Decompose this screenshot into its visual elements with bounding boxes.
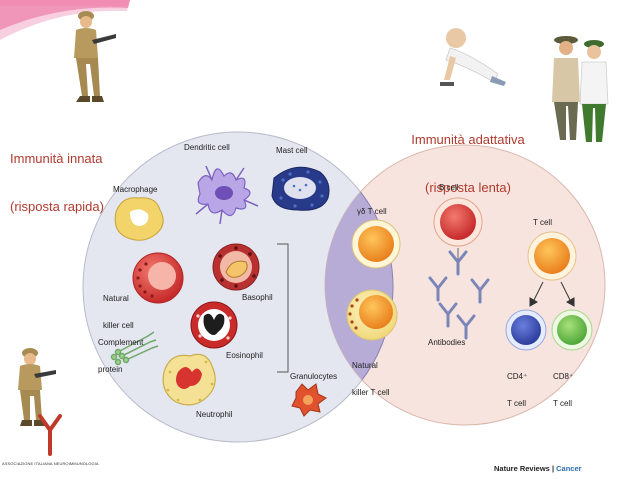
- pushup-figure-icon: [440, 28, 506, 86]
- innate-immunity-title: Immunità innata: [10, 151, 103, 166]
- adaptive-immunity-subtitle: (risposta lenta): [425, 180, 511, 195]
- journal-section: Cancer: [556, 464, 582, 473]
- granulocytes-bracket: [277, 243, 289, 373]
- complement-protein: [110, 331, 159, 366]
- neutrophil-cell: [162, 353, 216, 406]
- soldier-figure-icon: [74, 11, 116, 102]
- natural-killer-t-cell-label: Natural killer T cell: [352, 361, 390, 397]
- basophil-label: Basophil: [242, 293, 273, 302]
- association-name: ASSOCIAZIONE ITALIANA NEUROIMMUNOLOGIA: [2, 461, 99, 466]
- neutrophil-label: Neutrophil: [196, 410, 233, 419]
- innate-immunity-subtitle: (risposta rapida): [10, 199, 104, 214]
- gamma-delta-t-cell-label: γδ T cell: [357, 207, 387, 216]
- cd4-t-cell-label: CD4⁺ T cell: [507, 372, 528, 408]
- complement-protein-label: Complement protein: [98, 338, 144, 374]
- t-cell-arrows: [529, 281, 575, 307]
- journal-credit: Nature Reviews | Cancer: [494, 464, 582, 473]
- eosinophil-cell: [190, 301, 238, 349]
- credit-separator: |: [549, 464, 557, 473]
- basophil-cell: [212, 243, 260, 291]
- antibodies-label: Antibodies: [428, 338, 466, 347]
- granulocytes-label: Granulocytes: [290, 372, 338, 381]
- adaptive-immunity-title: Immunità adattativa: [411, 132, 525, 147]
- soldiers-pair-icon: [552, 36, 609, 142]
- innate-immunity-heading: Immunità innata (risposta rapida): [10, 119, 104, 231]
- eosinophil-label: Eosinophil: [226, 351, 263, 360]
- macrophage-cell: [114, 197, 164, 241]
- t-cell-label: T cell: [533, 218, 552, 227]
- b-cell-label: B cell: [439, 183, 459, 192]
- macrophage-label: Macrophage: [113, 185, 158, 194]
- cd8-t-cell-label: CD8⁺ T cell: [553, 372, 574, 408]
- granulocytes-icon: [291, 383, 327, 417]
- journal-name: Nature Reviews: [494, 464, 550, 473]
- antibodies-icon: [428, 250, 490, 340]
- natural-killer-cell-label: Natural killer cell: [103, 294, 134, 330]
- t-cell: [527, 231, 577, 281]
- mast-cell-label: Mast cell: [276, 146, 308, 155]
- cd8-t-cell: [551, 309, 593, 351]
- cd4-t-cell: [505, 309, 547, 351]
- dendritic-cell: [195, 165, 259, 225]
- gamma-delta-t-cell: [351, 219, 401, 269]
- dendritic-cell-label: Dendritic cell: [184, 143, 230, 152]
- soldier-small-figure-icon: [18, 348, 56, 426]
- adaptive-immunity-heading: Immunità adattativa (risposta lenta): [388, 100, 548, 212]
- natural-killer-cell: [132, 252, 184, 304]
- association-logo-icon: [38, 414, 62, 456]
- mast-cell: [271, 166, 330, 211]
- b-cell: [433, 197, 483, 247]
- natural-killer-t-cell: [346, 289, 398, 341]
